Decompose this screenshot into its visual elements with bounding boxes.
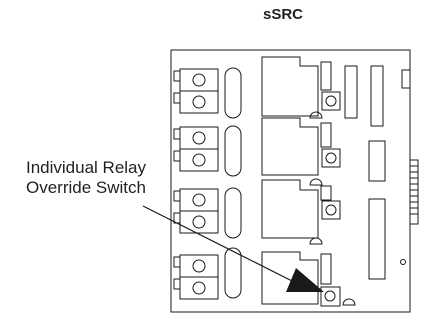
override-switch xyxy=(321,200,341,220)
terminal-screw xyxy=(192,259,206,273)
override-switch-callout: Individual Relay Override Switch xyxy=(26,158,146,198)
ic-chip xyxy=(368,140,386,182)
terminal-screw xyxy=(192,131,206,145)
terminal-screw xyxy=(192,73,206,87)
callout-arrow xyxy=(286,268,324,292)
terminal-screw xyxy=(192,281,206,295)
relay xyxy=(261,251,319,305)
ic-chip xyxy=(370,65,384,127)
capacitor xyxy=(224,125,242,177)
capacitor xyxy=(224,67,242,119)
relay xyxy=(261,179,319,239)
override-switch xyxy=(321,91,341,111)
relay-channel-3 xyxy=(173,179,341,245)
edge-connector xyxy=(409,159,419,225)
callout-leader-line xyxy=(142,205,299,285)
terminal-screw xyxy=(192,153,206,167)
terminal-screw xyxy=(192,193,206,207)
callout-line-1: Individual Relay xyxy=(26,158,147,177)
diagram-title: sSRC xyxy=(262,6,303,23)
ic-chip xyxy=(368,198,386,280)
capacitor xyxy=(224,247,242,299)
callout-line-2: Override Switch xyxy=(26,178,146,197)
relay-channel-1 xyxy=(173,56,341,119)
dip-switch xyxy=(401,69,411,89)
relay-channel-2 xyxy=(173,117,341,186)
terminal-screw xyxy=(192,215,206,229)
override-switch xyxy=(320,286,341,307)
relay xyxy=(261,117,319,176)
capacitor xyxy=(224,187,242,239)
ic-chip xyxy=(344,65,358,119)
relay-channel-4 xyxy=(173,247,356,307)
override-switch xyxy=(321,148,341,168)
relay xyxy=(261,56,319,117)
led xyxy=(400,259,406,265)
terminal-screw xyxy=(192,95,206,109)
